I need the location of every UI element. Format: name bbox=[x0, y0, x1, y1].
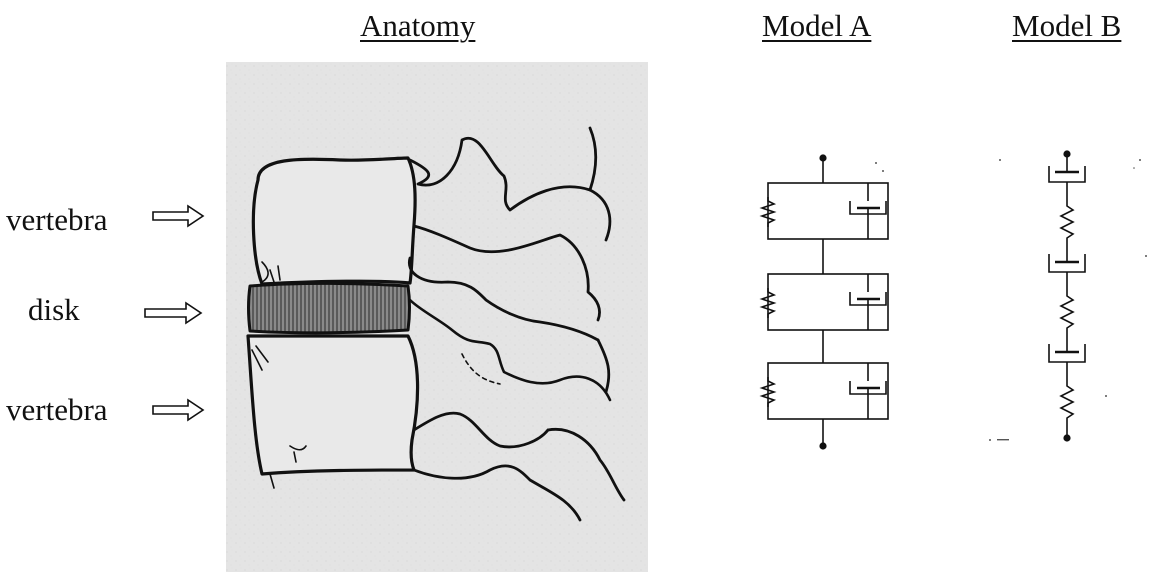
model-a-diagram bbox=[762, 155, 888, 449]
lower-vertebra bbox=[248, 336, 418, 474]
spring-icon bbox=[1061, 200, 1073, 248]
spring-icon bbox=[1061, 290, 1073, 338]
kelvin-element-3 bbox=[762, 363, 888, 419]
spine-illustration bbox=[226, 62, 648, 572]
scan-specks bbox=[875, 159, 1147, 441]
kelvin-element-2 bbox=[762, 274, 888, 330]
hollow-arrow-icon bbox=[153, 400, 203, 420]
upper-vertebra bbox=[253, 158, 415, 284]
spring-icon bbox=[1061, 380, 1073, 428]
disk bbox=[249, 283, 410, 332]
hollow-arrow-icon bbox=[145, 303, 201, 323]
kelvin-element-1 bbox=[762, 183, 888, 239]
model-b-diagram bbox=[1049, 151, 1085, 441]
hollow-arrow-icon bbox=[153, 206, 203, 226]
